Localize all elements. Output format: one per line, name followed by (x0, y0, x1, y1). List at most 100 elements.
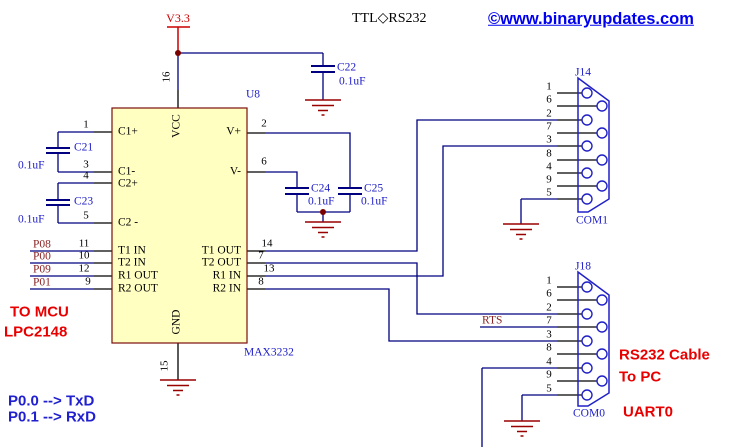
capacitor-c23-symbol (46, 199, 70, 206)
ic-pin-name-vminus: V- (229, 165, 241, 178)
net-label-rts: RTS (482, 314, 503, 327)
connector-designator-j14: J14 (575, 66, 591, 79)
net-label-p00: P00 (33, 250, 51, 263)
j14-pin5-gnd-wire (520, 198, 557, 224)
capacitor-c24-symbol (285, 187, 309, 195)
c21-wires (57, 131, 94, 173)
cap-value-c24: 0.1uF (308, 195, 335, 208)
ic-pin-name-c2plus: C2+ (118, 177, 138, 190)
j18-pin4-wire (481, 367, 557, 447)
cap-value-c21: 0.1uF (18, 159, 45, 172)
ic-pin-stubs (94, 90, 265, 380)
capacitor-c22-symbol (311, 65, 335, 73)
ic-pin-name-r2out: R2 OUT (118, 282, 158, 295)
ground-symbol-charge-pump (305, 221, 341, 238)
ic-pin-name-c1plus: C1+ (118, 125, 138, 138)
j14-pin-number-6: 6 (546, 93, 552, 106)
power-rail-label: V3.3 (166, 11, 190, 25)
db9-outline-j18 (577, 270, 610, 407)
annotation-txd-mapping: P0.0 --> TxD (8, 392, 95, 410)
j18-pin-stubs (557, 286, 597, 396)
junction-dot-vcc (175, 50, 181, 56)
j14-pin-number-9: 9 (546, 173, 552, 186)
db9-outline-j14 (577, 76, 610, 213)
v33-power-symbol (167, 26, 190, 53)
ground-symbol-ic (160, 379, 196, 396)
cap-ref-c25: C25 (364, 182, 384, 195)
j14-pin-stubs (557, 92, 597, 200)
connector-port-com1: COM1 (576, 214, 608, 227)
ic-part-number: MAX3232 (244, 346, 294, 359)
j18-pin5-gnd-wire (521, 394, 557, 421)
cap-ref-c21: C21 (74, 141, 94, 154)
copyright-link[interactable]: ©www.binaryupdates.com (488, 9, 694, 28)
ground-symbol-j18 (504, 420, 540, 437)
cap-value-c23: 0.1uF (18, 213, 45, 226)
annotation-lpc2148: LPC2148 (4, 323, 68, 341)
ic-pin-name-r2in: R2 IN (212, 282, 241, 295)
j18-pin-number-9: 9 (546, 368, 552, 381)
ic-pin-number-12: 12 (78, 262, 90, 275)
connector-port-com0: COM0 (573, 407, 605, 420)
cap-value-c22: 0.1uF (339, 75, 366, 88)
ic-pin-name-vcc: VCC (170, 114, 183, 138)
ic-body (111, 107, 248, 344)
net-label-p08: P08 (33, 238, 51, 251)
annotation-rxd-mapping: P0.1 --> RxD (8, 408, 96, 426)
ground-symbol-j14 (503, 223, 539, 240)
annotation-to-pc: To PC (619, 368, 662, 386)
ground-symbol-c22 (305, 99, 341, 116)
ic-pin-number-4: 4 (83, 169, 89, 182)
net-label-p09: P09 (33, 263, 51, 276)
ic-pin-number-14: 14 (261, 237, 273, 250)
ic-pin-name-t1in: T1 IN (118, 244, 146, 257)
ic-pin-name-r1in: R1 IN (212, 269, 241, 282)
ic-pin-number-9: 9 (85, 275, 91, 288)
j18-pin-number-6: 6 (546, 287, 552, 300)
r2in-to-j18-wire (265, 288, 557, 342)
j14-pin-number-5: 5 (546, 186, 552, 199)
junction-dot-caps (320, 209, 326, 215)
db9-holes-j18 (581, 281, 608, 401)
ic-pin-name-t1out: T1 OUT (201, 244, 241, 257)
r1in-to-j14-wire (265, 145, 557, 277)
cap-value-c25: 0.1uF (361, 195, 388, 208)
annotation-uart0: UART0 (623, 403, 674, 421)
ic-pin-number-3: 3 (83, 158, 89, 171)
cap-ref-c22: C22 (337, 61, 357, 74)
ic-pin-number-2: 2 (261, 117, 267, 130)
ic-pin-number-6: 6 (261, 155, 267, 168)
capacitor-c25-symbol (338, 187, 362, 195)
cap-ref-c24: C24 (311, 182, 331, 195)
ic-designator: U8 (246, 88, 261, 101)
capacitor-c21-symbol (46, 147, 70, 154)
net-label-p01: P01 (33, 276, 51, 289)
j18-pin-number-4: 4 (546, 355, 552, 368)
t2out-to-j18-wire (265, 262, 557, 315)
j18-pin-number-7: 7 (546, 314, 552, 327)
j18-pin-number-3: 3 (546, 328, 552, 341)
db9-holes-j14 (581, 87, 608, 205)
j14-pin-number-3: 3 (546, 133, 552, 146)
title-note: TTL◇RS232 (352, 11, 427, 26)
j14-pin-number-7: 7 (546, 120, 552, 133)
ic-pin-name-vplus: V+ (226, 125, 241, 138)
j14-pin-number-8: 8 (546, 147, 552, 160)
j14-pin-number-4: 4 (546, 160, 552, 173)
ic-pin-number-16: 16 (160, 71, 173, 83)
vcc-rail-wires (177, 52, 324, 100)
t1out-to-j14-wire (265, 119, 557, 252)
ic-pin-number-8: 8 (258, 275, 264, 288)
ic-pin-number-11: 11 (78, 237, 90, 250)
mcu-net-wires (30, 250, 94, 290)
ic-pin-number-13: 13 (263, 262, 275, 275)
ic-pin-number-7: 7 (258, 249, 264, 262)
connector-designator-j18: J18 (575, 260, 591, 273)
ic-pin-number-1: 1 (83, 118, 89, 131)
c23-wires (57, 182, 94, 224)
j18-pin-number-1: 1 (546, 274, 552, 287)
j18-pin-number-2: 2 (546, 301, 552, 314)
annotation-rs232-cable: RS232 Cable (619, 346, 710, 364)
